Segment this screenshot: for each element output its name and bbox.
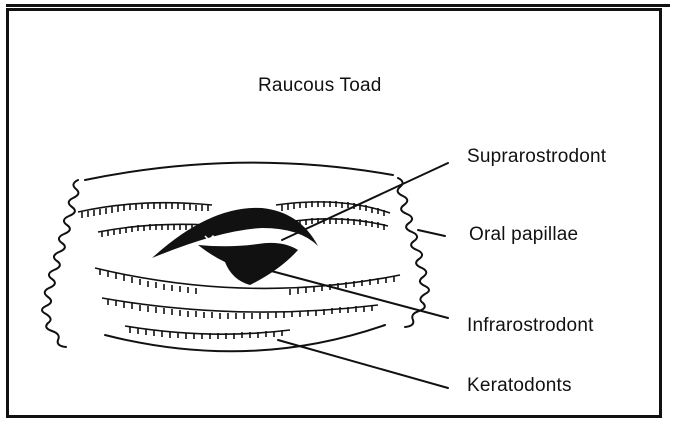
papillae-leader-line: [418, 230, 445, 236]
infrarostrodont-leader-line: [260, 268, 448, 318]
diagram-title: Raucous Toad: [258, 75, 382, 97]
keratodont-row-upper-left: [78, 203, 212, 212]
label-suprarostrodont: Suprarostrodont: [467, 146, 606, 168]
left-oral-papillae: [42, 180, 78, 347]
oral-disc-top-edge: [85, 163, 393, 180]
right-oral-papillae: [398, 178, 429, 327]
keratodont-row-upper-right: [276, 202, 390, 213]
keratodonts-leader-line: [278, 340, 448, 388]
infrarostrodont-shape: [198, 243, 298, 285]
label-infrarostrodont: Infrarostrodont: [467, 315, 594, 337]
label-oral-papillae: Oral papillae: [469, 224, 578, 246]
supra-serration: [205, 236, 261, 240]
keratodont-row-lower-2: [102, 298, 378, 312]
keratodont-row-second-right: [288, 219, 388, 226]
label-keratodonts: Keratodonts: [467, 375, 572, 397]
